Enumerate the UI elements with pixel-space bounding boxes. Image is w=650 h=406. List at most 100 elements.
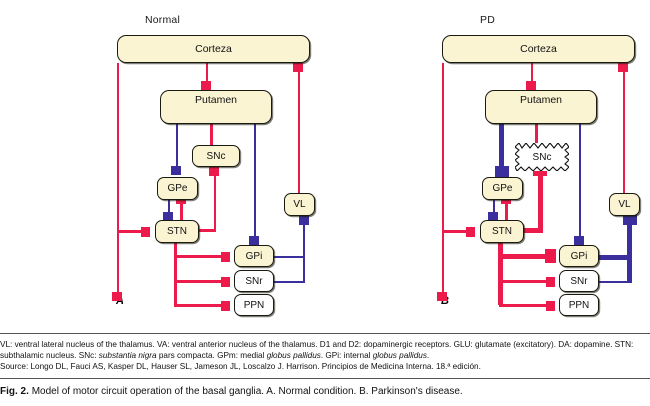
arrowhead-vl-cortex — [618, 63, 628, 72]
node-snc-normal[interactable]: SNc — [192, 145, 240, 167]
arrowhead-putamen-gpe — [171, 166, 181, 175]
node-ppn-pd[interactable]: PPN — [559, 294, 599, 316]
node-label: Putamen — [519, 94, 563, 106]
edge-gpi-snr-vl-v-enhanced — [627, 225, 632, 283]
arrowhead-gpe-stn — [163, 212, 173, 221]
node-ppn-normal[interactable]: PPN — [234, 294, 274, 316]
node-label: Putamen — [194, 94, 238, 106]
edge-snc-putamen — [210, 121, 213, 145]
panel-title-pd: PD — [480, 14, 495, 26]
legend-source: Source: Longo DL, Fauci AS, Kasper DL, H… — [0, 362, 481, 372]
node-label: STN — [167, 226, 187, 237]
arrowhead-stn-snc — [209, 167, 219, 176]
edge-stn-gpe — [180, 202, 183, 220]
node-label: VL — [293, 199, 306, 210]
edge-cortex-putamen — [205, 63, 209, 83]
node-label: STN — [492, 226, 512, 237]
figure-legend: VL: ventral lateral nucleus of the thala… — [0, 333, 650, 373]
edge-putamen-gpe — [175, 124, 178, 168]
caption-text: Model of motor circuit operation of the … — [31, 386, 463, 397]
node-label: GPi — [570, 250, 588, 262]
edge-cortex-left-descending — [116, 63, 120, 295]
node-putamen-normal[interactable]: Putamen — [160, 90, 272, 124]
node-label: PPN — [243, 299, 265, 311]
arrowhead-stn-snr — [546, 276, 555, 287]
panel-letter-a: A — [116, 295, 124, 307]
node-label: GPe — [167, 183, 188, 194]
node-label: Corteza — [195, 43, 232, 55]
arrowhead-putamen-gpi — [574, 236, 584, 245]
edge-cortex-left-descending — [441, 63, 445, 295]
edge-stn-gpi — [174, 255, 222, 258]
edge-gpi-vl-h-enhanced — [598, 254, 630, 260]
edge-gpe-stn — [492, 200, 495, 214]
arrowhead-putamen-gpe-enhanced — [494, 166, 509, 177]
figure-diagram: Normal A — [0, 0, 650, 330]
edge-stn-snc-h-enhanced — [523, 228, 541, 233]
node-label: PPN — [568, 299, 590, 311]
node-label: SNr — [245, 275, 263, 287]
figure-caption: Fig. 2. Model of motor circuit operation… — [0, 378, 650, 397]
edge-putamen-gpi — [578, 124, 581, 238]
node-label: SNc — [206, 150, 226, 162]
arrowhead-cortex-putamen — [526, 81, 536, 90]
node-gpe-pd[interactable]: GPe — [482, 177, 523, 200]
node-cortex-normal[interactable]: Corteza — [117, 35, 310, 63]
arrowhead-stn-gpi — [221, 251, 230, 262]
edge-vl-cortex — [622, 63, 626, 193]
node-vl-normal[interactable]: VL — [284, 193, 315, 216]
edge-cortex-putamen — [530, 63, 534, 83]
panel-title-normal: Normal — [144, 14, 181, 26]
arrowhead-gpi-vl — [298, 216, 309, 225]
legend-italic-globus-pallidus-1: globus pallidus — [266, 351, 321, 361]
edge-gpi-vl-h — [273, 256, 305, 259]
node-label: GPi — [245, 250, 263, 262]
arrowhead-putamen-gpi — [249, 236, 259, 245]
node-vl-pd[interactable]: VL — [609, 193, 640, 216]
node-snc-pd-degenerated[interactable]: SNc — [515, 143, 569, 171]
caption-label: Fig. 2. — [0, 386, 29, 397]
edge-vl-cortex — [297, 63, 301, 193]
node-gpe-normal[interactable]: GPe — [157, 177, 198, 200]
edge-stn-snc-v — [213, 176, 217, 231]
arrowhead-gpi-vl-enhanced — [622, 214, 637, 225]
edge-snr-vl-h — [598, 281, 630, 284]
arrowhead-vl-cortex — [293, 63, 303, 72]
legend-abbreviations: VL: ventral lateral nucleus of the thala… — [0, 339, 650, 361]
edge-stn-snc-h — [198, 229, 216, 232]
node-label: VL — [618, 199, 631, 210]
edge-cortex-stn-h — [441, 230, 468, 233]
edge-snc-putamen — [535, 121, 538, 145]
node-putamen-pd[interactable]: Putamen — [485, 90, 597, 124]
edge-stn-ppn — [174, 304, 222, 307]
edge-stn-snc-v-enhanced — [537, 176, 543, 233]
arrowhead-cortex-stn — [466, 226, 475, 237]
panel-normal: Normal A — [0, 0, 325, 330]
node-stn-normal[interactable]: STN — [155, 220, 199, 243]
node-label: SNc — [532, 151, 552, 163]
arrowhead-cortex-left-descending — [437, 292, 447, 301]
legend-italic-globus-pallidus-2: globus pallidus — [372, 351, 427, 361]
arrowhead-cortex-left-descending — [112, 292, 122, 301]
arrowhead-stn-gpi-enhanced — [545, 249, 556, 263]
node-gpi-normal[interactable]: GPi — [234, 245, 274, 267]
node-cortex-pd[interactable]: Corteza — [442, 35, 635, 63]
node-gpi-pd[interactable]: GPi — [559, 245, 599, 267]
edge-gpi-snr-vl-v — [303, 225, 306, 283]
edge-snr-vl-h — [273, 281, 305, 284]
legend-text-b: pars compacta. GPm: medial — [156, 351, 267, 361]
node-snr-pd[interactable]: SNr — [559, 270, 599, 292]
edge-stn-snr — [174, 280, 222, 283]
edge-stn-trunk-enhanced — [498, 243, 503, 305]
legend-italic-substantia-nigra: substantia nigra — [98, 351, 157, 361]
edge-cortex-stn-h — [116, 230, 143, 233]
arrowhead-cortex-stn — [141, 226, 150, 237]
node-snr-normal[interactable]: SNr — [234, 270, 274, 292]
node-label: Corteza — [520, 43, 557, 55]
legend-text-a: VL: ventral lateral nucleus of the thala… — [0, 340, 634, 361]
edge-putamen-gpi — [253, 124, 256, 238]
panel-pd: PD B — [325, 0, 650, 330]
arrowhead-stn-snr — [221, 276, 230, 287]
node-stn-pd[interactable]: STN — [480, 220, 524, 243]
arrowhead-stn-ppn — [221, 300, 230, 311]
